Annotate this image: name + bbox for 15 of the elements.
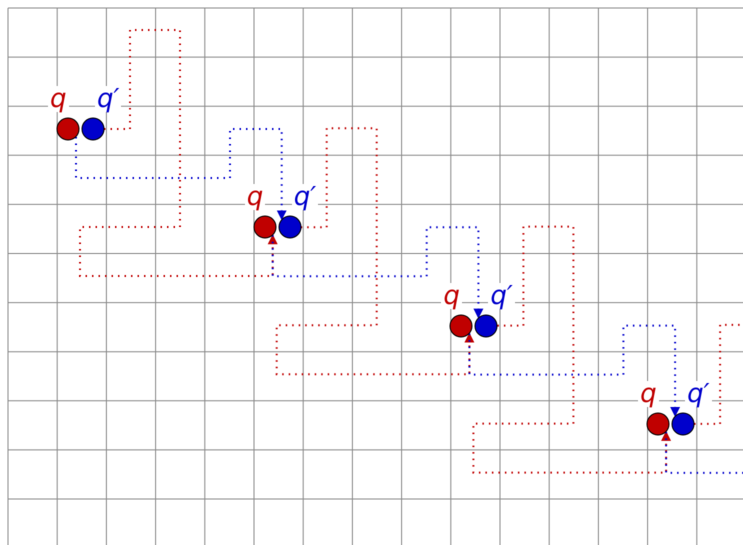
particle-label: q: [244, 184, 266, 210]
dotted-path: [468, 324, 680, 417]
particle-label: q: [48, 86, 69, 112]
dotted-path: [276, 127, 474, 376]
particle-label: q′: [95, 86, 122, 112]
particle-label: q: [441, 282, 462, 309]
particle-label: q′: [488, 282, 515, 309]
particle-label: q′: [685, 380, 712, 407]
dotted-path: [79, 29, 278, 277]
particle-label: q: [638, 380, 659, 407]
dotted-path: [665, 432, 743, 474]
particle-label: q′: [292, 184, 318, 210]
dotted-path: [272, 226, 484, 319]
dotted-path: [472, 226, 672, 474]
dotted-path: [75, 128, 287, 220]
